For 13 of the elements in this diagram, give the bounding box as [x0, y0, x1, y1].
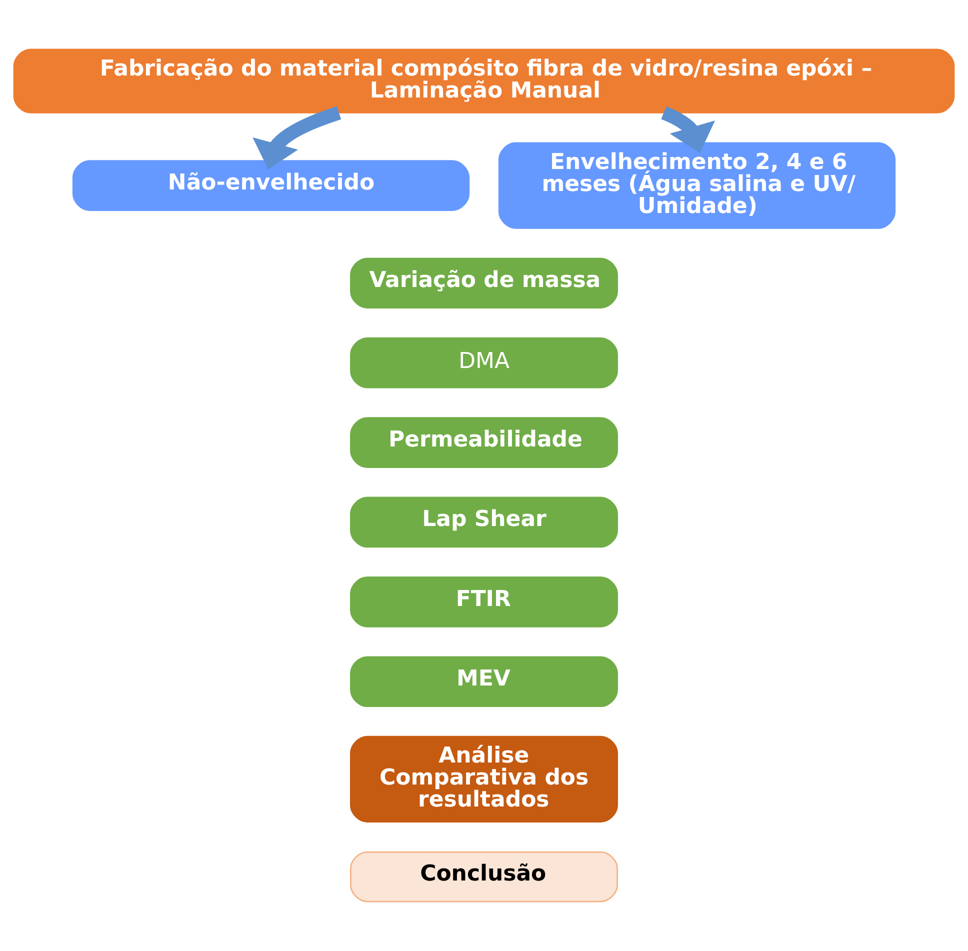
node-box: DMA [350, 337, 618, 388]
node-box: Conclusão [350, 851, 618, 902]
node-box: Fabricação do material compósito fibra de vidro/resina epóxi – Laminação Manual [13, 48, 955, 114]
node-box: Lap Shear [350, 496, 618, 548]
arrow [252, 106, 342, 170]
node-box: Análise Comparativa dos resultados [350, 736, 618, 822]
node-box: FTIR [350, 576, 618, 628]
node-box: Permeabilidade [350, 417, 618, 468]
arrow [661, 106, 716, 153]
node-box: Variação de massa [350, 258, 618, 309]
node-box: Envelhecimento 2, 4 e 6 meses (Água salina e UV/ Umidade) [498, 142, 896, 229]
node-box: MEV [350, 656, 618, 708]
node-box: Não-envelhecido [72, 160, 470, 211]
